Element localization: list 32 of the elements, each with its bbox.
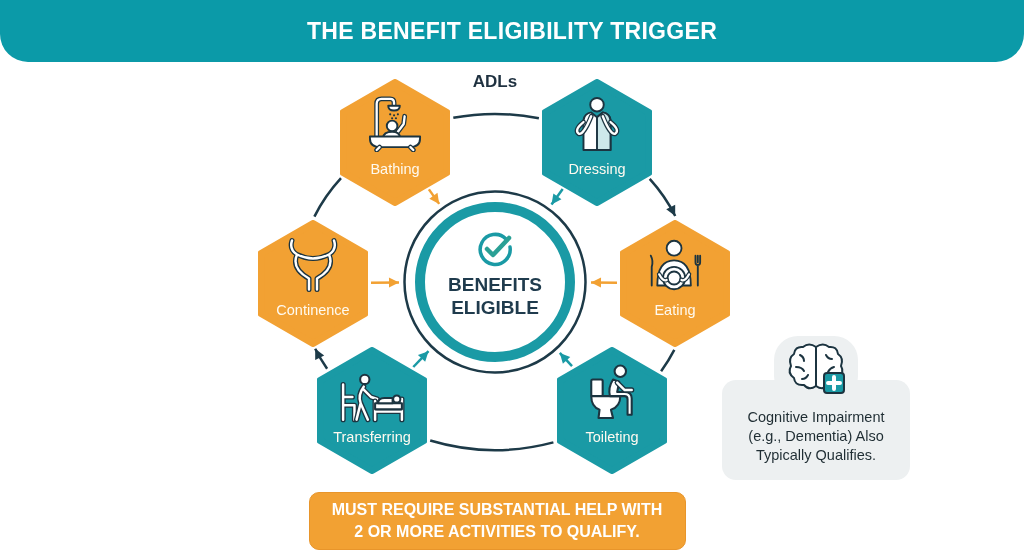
activity-hexagon xyxy=(620,219,730,347)
cycle-arrow xyxy=(314,348,329,370)
activity-label: Transferring xyxy=(333,427,411,447)
section-heading: ADLs xyxy=(472,72,518,92)
arrow xyxy=(412,350,430,368)
activity-hexagon xyxy=(258,219,368,347)
activity-label: Eating xyxy=(654,300,696,320)
title-text: THE BENEFIT ELIGIBILITY TRIGGER xyxy=(306,16,718,46)
activity-label: Toileting xyxy=(585,427,639,447)
cycle-arc xyxy=(313,177,342,218)
eligibility-circle xyxy=(403,190,587,374)
info-card xyxy=(722,336,910,480)
activity-hexagon xyxy=(557,346,667,474)
arrow xyxy=(558,352,573,368)
note-text: Cognitive Impairment (e.g., Dementia) Also Typically Qualifies. xyxy=(746,408,886,465)
arrow xyxy=(591,277,617,288)
cycle-arc xyxy=(429,439,554,452)
cycle-arrow xyxy=(648,178,677,217)
banner-text: MUST REQUIRE SUBSTANTIAL HELP WITH 2 OR MORE ACTIVITIES TO QUALIFY. xyxy=(330,500,664,542)
activity-hexagon xyxy=(542,78,652,206)
activity-hexagon xyxy=(317,346,427,474)
activity-hexagon xyxy=(340,78,450,206)
arrow xyxy=(550,188,564,206)
activity-label: Dressing xyxy=(568,159,626,179)
arrow xyxy=(371,277,399,288)
activity-label: Bathing xyxy=(370,159,420,179)
activity-label: Continence xyxy=(276,300,350,320)
cycle-arc xyxy=(453,112,540,120)
arrow xyxy=(427,188,441,205)
center-label: BENEFITS ELIGIBLE xyxy=(447,273,543,319)
requirement-banner xyxy=(308,492,686,550)
cycle-arc xyxy=(660,349,676,372)
